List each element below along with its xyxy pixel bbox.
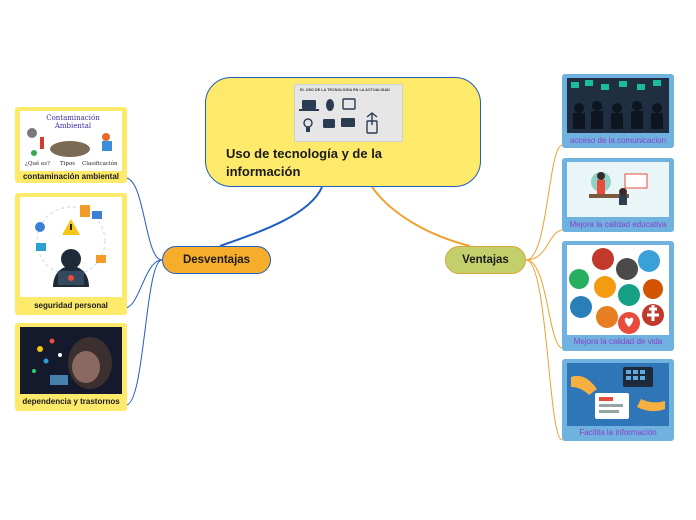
card-acceso-comunicacion[interactable]: acceso de la comunicacion	[562, 74, 674, 148]
security-image	[20, 197, 122, 297]
pollution-image-title: Contaminación Ambiental	[46, 114, 100, 130]
classroom-illustration	[567, 162, 669, 217]
card-label: Mejora la calidad educativa	[569, 220, 667, 229]
card-label: Mejora la calidad de vida	[573, 337, 663, 346]
technology-icons	[299, 98, 378, 134]
pollution-illustration	[27, 128, 112, 157]
central-topic[interactable]: EL USO DE LA TECNOLOGÍA EN LA ACTUALIDAD…	[205, 77, 481, 187]
card-dependencia-trastornos[interactable]: dependencia y trastornos	[15, 323, 127, 411]
education-image	[567, 162, 669, 217]
central-image: EL USO DE LA TECNOLOGÍA EN LA ACTUALIDAD	[294, 84, 403, 142]
card-mejora-calidad-educativa[interactable]: Mejora la calidad educativa	[562, 158, 674, 232]
card-label: seguridad personal	[34, 301, 108, 310]
life-icons-illustration	[569, 248, 664, 334]
card-label: dependencia y trastornos	[22, 397, 120, 406]
card-contaminacion-ambiental[interactable]: Contaminación Ambiental ¿Qué es? Tipos C…	[15, 107, 127, 183]
pollution-image: Contaminación Ambiental ¿Qué es? Tipos C…	[20, 111, 122, 171]
people-network-illustration	[567, 78, 669, 133]
quality-of-life-image	[567, 245, 669, 335]
pollution-word-que-es: ¿Qué es?	[25, 161, 51, 167]
information-image	[567, 363, 669, 426]
hacker-illustration	[35, 205, 106, 287]
pollution-word-tipos: Tipos	[60, 161, 76, 167]
card-label: contaminación ambiental	[22, 172, 120, 181]
dependency-image	[20, 327, 122, 394]
card-label: Facilita la información	[579, 428, 657, 437]
central-title: Uso de tecnología y de la información	[226, 146, 383, 179]
card-label: acceso de la comunicacion	[569, 136, 667, 145]
communication-image	[567, 78, 669, 133]
central-image-caption: EL USO DE LA TECNOLOGÍA EN LA ACTUALIDAD	[300, 88, 390, 92]
topic-desventajas[interactable]: Desventajas	[162, 246, 271, 274]
card-mejora-calidad-vida[interactable]: Mejora la calidad de vida	[562, 241, 674, 351]
child-with-device-illustration	[20, 327, 122, 394]
pollution-word-clasificacion: Clasificación	[82, 161, 118, 167]
topic-ventajas[interactable]: Ventajas	[445, 246, 526, 274]
hands-devices-illustration	[567, 363, 669, 426]
card-facilita-informacion[interactable]: Facilita la información	[562, 359, 674, 441]
card-seguridad-personal[interactable]: seguridad personal	[15, 193, 127, 315]
